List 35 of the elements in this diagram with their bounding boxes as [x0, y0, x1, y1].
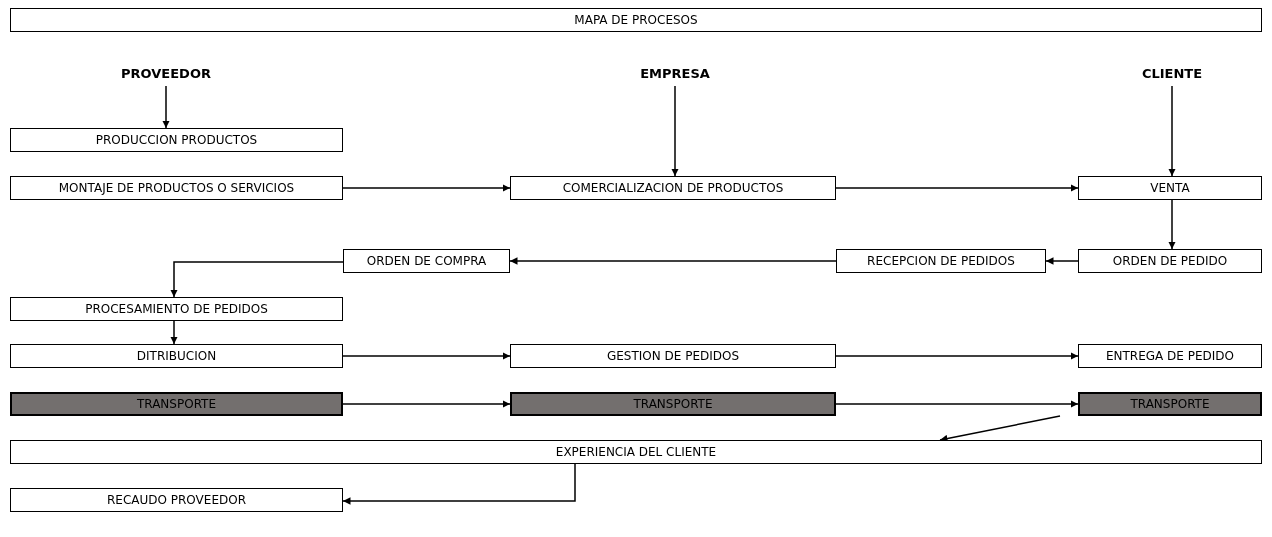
lane-heading: PROVEEDOR [116, 62, 216, 84]
arrow [342, 463, 576, 505]
process-box: COMERCIALIZACION DE PRODUCTOS [510, 176, 836, 200]
lane-heading: EMPRESA [625, 62, 725, 84]
process-box: RECAUDO PROVEEDOR [10, 488, 343, 512]
arrow [835, 400, 1079, 408]
process-box: VENTA [1078, 176, 1262, 200]
lane-heading: CLIENTE [1122, 62, 1222, 84]
transport-box: TRANSPORTE [10, 392, 343, 416]
process-box: ENTREGA DE PEDIDO [1078, 344, 1262, 368]
transport-box: TRANSPORTE [510, 392, 836, 416]
arrow [1168, 199, 1176, 250]
arrow [509, 257, 837, 265]
process-box: PROCESAMIENTO DE PEDIDOS [10, 297, 343, 321]
arrow [671, 85, 679, 177]
arrow [1168, 85, 1176, 177]
process-box: PRODUCCION PRODUCTOS [10, 128, 343, 152]
arrow [342, 352, 511, 360]
arrow [170, 320, 178, 345]
arrow [162, 85, 170, 129]
arrow [170, 261, 344, 298]
process-box: DITRIBUCION [10, 344, 343, 368]
arrow [342, 400, 511, 408]
process-box: MONTAJE DE PRODUCTOS O SERVICIOS [10, 176, 343, 200]
process-box: EXPERIENCIA DEL CLIENTE [10, 440, 1262, 464]
process-box: GESTION DE PEDIDOS [510, 344, 836, 368]
arrow [342, 184, 511, 192]
arrow [835, 184, 1079, 192]
process-box: RECEPCION DE PEDIDOS [836, 249, 1046, 273]
process-box: MAPA DE PROCESOS [10, 8, 1262, 32]
process-box: ORDEN DE COMPRA [343, 249, 510, 273]
arrow [1045, 257, 1079, 265]
process-box: ORDEN DE PEDIDO [1078, 249, 1262, 273]
transport-box: TRANSPORTE [1078, 392, 1262, 416]
arrow [835, 352, 1079, 360]
